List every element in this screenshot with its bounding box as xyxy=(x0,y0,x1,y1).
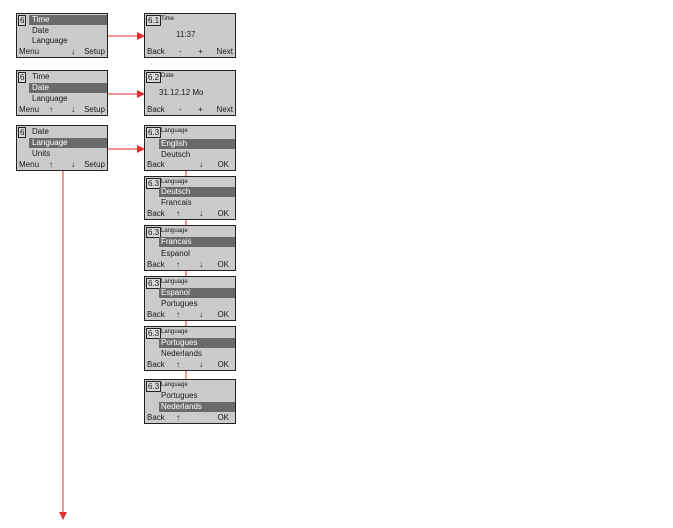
screen-number-badge: 6.3 xyxy=(146,278,162,289)
time-value: 11:37 xyxy=(176,30,196,39)
down-arrow-icon[interactable]: ↓ xyxy=(199,260,203,269)
date-value: 31.12.12 Mo xyxy=(159,88,204,97)
back-softkey[interactable]: Back xyxy=(147,47,165,56)
down-arrow-icon[interactable]: ↓ xyxy=(199,310,203,319)
screen-title: Language xyxy=(161,279,188,285)
menu-item-language[interactable]: Language xyxy=(32,94,68,103)
language-option[interactable]: Portugues xyxy=(161,299,198,308)
ok-softkey[interactable]: OK xyxy=(217,413,229,422)
ok-softkey[interactable]: OK xyxy=(217,360,229,369)
language-option[interactable]: Deutsch xyxy=(159,187,235,197)
language-screen-5: 6.3 Language Portugues Nederlands Back ↑… xyxy=(144,326,236,371)
menu-softkey[interactable]: Menu xyxy=(19,160,40,169)
down-arrow-icon[interactable]: ↓ xyxy=(71,47,75,56)
ok-softkey[interactable]: OK xyxy=(217,160,229,169)
language-screen-4: 6.3 Language Espanol Portugues Back ↑ ↓ … xyxy=(144,276,236,321)
down-arrow-icon[interactable]: ↓ xyxy=(199,160,203,169)
menu-screen-time: 6 Time Date Language Menu ↓ Setup xyxy=(16,13,108,58)
setup-softkey[interactable]: Setup xyxy=(84,105,105,114)
next-softkey[interactable]: Next xyxy=(216,105,233,114)
menu-item-time[interactable]: Time xyxy=(32,72,50,81)
plus-softkey[interactable]: + xyxy=(198,105,203,114)
down-arrow-icon[interactable]: ↓ xyxy=(199,209,203,218)
menu-item-date[interactable]: Date xyxy=(32,127,49,136)
menu-item-units[interactable]: Units xyxy=(32,149,51,158)
minus-softkey[interactable]: - xyxy=(179,47,182,56)
menu-softkey[interactable]: Menu xyxy=(19,47,40,56)
screen-title: Date xyxy=(161,73,174,79)
screen-number-badge: 6.3 xyxy=(146,328,162,339)
language-screen-1: 6.3 Language English Deutsch Back ↓ OK xyxy=(144,125,236,171)
screen-number-badge: 6.3 xyxy=(146,127,162,138)
ok-softkey[interactable]: OK xyxy=(217,209,229,218)
down-arrow-icon[interactable]: ↓ xyxy=(71,105,75,114)
screen-title: Language xyxy=(161,228,188,234)
date-setting-screen: 6.2 Date 31.12.12 Mo Back - + Next xyxy=(144,70,236,116)
language-screen-3: 6.3 Language Francais Espanol Back ↑ ↓ O… xyxy=(144,225,236,271)
menu-item-date[interactable]: Date xyxy=(32,26,49,35)
screen-number-badge: 6.3 xyxy=(146,381,162,392)
back-softkey[interactable]: Back xyxy=(147,160,165,169)
up-arrow-icon[interactable]: ↑ xyxy=(49,105,53,114)
screen-number-badge: 6.3 xyxy=(146,178,162,189)
screen-title: Language xyxy=(161,179,188,185)
ok-softkey[interactable]: OK xyxy=(217,260,229,269)
back-softkey[interactable]: Back xyxy=(147,360,165,369)
screen-title: Language xyxy=(161,382,188,388)
menu-item-date[interactable]: Date xyxy=(29,83,107,93)
screen-number-badge: 6.3 xyxy=(146,227,162,238)
minus-softkey[interactable]: - xyxy=(179,105,182,114)
next-softkey[interactable]: Next xyxy=(216,47,233,56)
screen-title: Language xyxy=(161,128,188,134)
screen-title: Time xyxy=(161,16,175,22)
plus-softkey[interactable]: + xyxy=(198,47,203,56)
up-arrow-icon[interactable]: ↑ xyxy=(176,260,180,269)
back-softkey[interactable]: Back xyxy=(147,413,165,422)
language-option[interactable]: Portugues xyxy=(159,338,235,348)
menu-item-language[interactable]: Language xyxy=(29,138,107,148)
menu-screen-language: 6 Date Language Units Menu ↑ ↓ Setup xyxy=(16,125,108,171)
down-arrow-icon[interactable]: ↓ xyxy=(71,160,75,169)
language-option[interactable]: Portugues xyxy=(161,391,198,400)
down-arrow-icon[interactable]: ↓ xyxy=(199,360,203,369)
menu-screen-date: 6 Time Date Language Menu ↑ ↓ Setup xyxy=(16,70,108,116)
ok-softkey[interactable]: OK xyxy=(217,310,229,319)
back-softkey[interactable]: Back xyxy=(147,260,165,269)
language-option[interactable]: Espanol xyxy=(159,288,235,298)
back-softkey[interactable]: Back xyxy=(147,310,165,319)
language-option[interactable]: Francais xyxy=(161,198,192,207)
up-arrow-icon[interactable]: ↑ xyxy=(176,413,180,422)
back-softkey[interactable]: Back xyxy=(147,209,165,218)
setup-softkey[interactable]: Setup xyxy=(84,47,105,56)
screen-number-badge: 6.2 xyxy=(146,72,162,83)
menu-item-language[interactable]: Language xyxy=(32,36,68,45)
language-screen-2: 6.3 Language Deutsch Francais Back ↑ ↓ O… xyxy=(144,176,236,220)
setup-softkey[interactable]: Setup xyxy=(84,160,105,169)
time-setting-screen: 6.1 Time 11:37 Back - + Next xyxy=(144,13,236,58)
up-arrow-icon[interactable]: ↑ xyxy=(49,160,53,169)
screen-number-badge: 6 xyxy=(18,127,27,138)
language-option[interactable]: Deutsch xyxy=(161,150,191,159)
menu-softkey[interactable]: Menu xyxy=(19,105,40,114)
language-screen-6: 6.3 Language Portugues Nederlands Back ↑… xyxy=(144,379,236,424)
screen-title: Language xyxy=(161,329,188,335)
back-softkey[interactable]: Back xyxy=(147,105,165,114)
screen-number-badge: 6.1 xyxy=(146,15,162,26)
language-option[interactable]: Francais xyxy=(159,237,235,247)
up-arrow-icon[interactable]: ↑ xyxy=(176,310,180,319)
language-option[interactable]: Nederlands xyxy=(159,402,235,412)
language-option[interactable]: Espanol xyxy=(161,249,190,258)
up-arrow-icon[interactable]: ↑ xyxy=(176,209,180,218)
menu-item-time[interactable]: Time xyxy=(29,15,107,25)
language-option[interactable]: Nederlands xyxy=(161,349,202,358)
screen-number-badge: 6 xyxy=(18,15,27,26)
language-option[interactable]: English xyxy=(159,139,235,149)
screen-number-badge: 6 xyxy=(18,72,27,83)
up-arrow-icon[interactable]: ↑ xyxy=(176,360,180,369)
